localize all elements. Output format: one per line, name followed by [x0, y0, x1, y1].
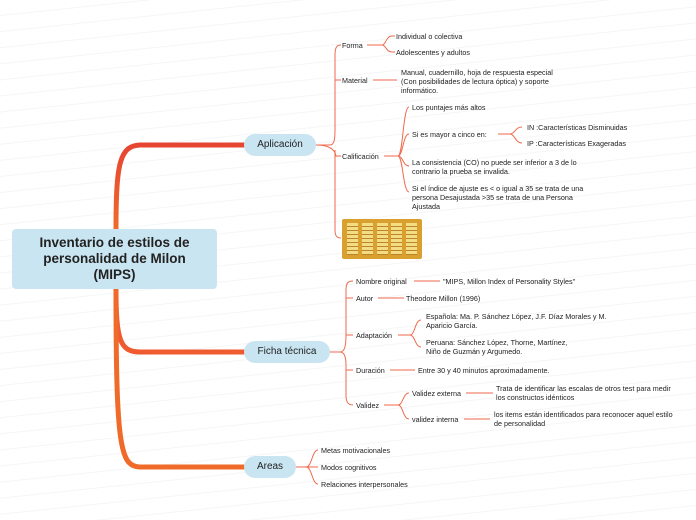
leaf-consistencia[interactable]: La consistencia (CO) no puede ser inferi… [412, 158, 597, 176]
leaf-puntajes[interactable]: Los puntajes más altos [412, 103, 486, 112]
subtopic-calificacion[interactable]: Calificación [342, 152, 379, 161]
leaf-validez-externa-text[interactable]: Trata de identificar las escalas de otro… [496, 384, 676, 402]
subtopic-modos[interactable]: Modos cognitivos [321, 463, 377, 472]
root-topic[interactable]: Inventario de estilos de personalidad de… [12, 229, 217, 289]
leaf-in[interactable]: IN :Características Disminuidas [527, 123, 627, 132]
subtopic-relaciones[interactable]: Relaciones interpersonales [321, 480, 408, 489]
connector-root-aplicacion [116, 145, 244, 229]
leaf-material-text[interactable]: Manual, cuadernillo, hoja de respuesta e… [401, 68, 569, 95]
scale-column [362, 223, 373, 255]
subtopic-validez[interactable]: Validez [356, 401, 379, 410]
leaf-autor-value[interactable]: Theodore Millon (1996) [406, 294, 480, 303]
subtopic-autor[interactable]: Autor [356, 294, 373, 303]
leaf-adaptacion-espana[interactable]: Española: Ma. P. Sánchez López, J.F. Día… [426, 312, 616, 330]
topic-areas[interactable]: Areas [244, 456, 296, 478]
leaf-mayor-cinco[interactable]: Si es mayor a cinco en: [412, 130, 487, 139]
scale-profile-image[interactable] [342, 219, 422, 259]
leaf-nombre-value[interactable]: "MIPS, Millon Index of Personality Style… [443, 277, 575, 286]
leaf-validez-externa[interactable]: Validez externa [412, 389, 461, 398]
leaf-indice-ajuste[interactable]: Si el índice de ajuste es < o igual a 35… [412, 184, 597, 211]
topic-ficha-label: Ficha técnica [258, 346, 317, 357]
subtopic-nombre-original[interactable]: Nombre original [356, 277, 407, 286]
leaf-validez-interna[interactable]: validez interna [412, 415, 458, 424]
scale-column [377, 223, 388, 255]
leaf-ip[interactable]: IP :Características Exageradas [527, 139, 626, 148]
root-title: Inventario de estilos de personalidad de… [25, 235, 205, 283]
leaf-duracion-value[interactable]: Entre 30 y 40 minutos aproximadamente. [418, 366, 549, 375]
topic-aplicacion[interactable]: Aplicación [244, 134, 316, 156]
connector-root-areas [116, 289, 244, 467]
subtopic-metas[interactable]: Metas motivacionales [321, 446, 390, 455]
leaf-adaptacion-peru[interactable]: Peruana: Sánchez López, Thorne, Martínez… [426, 338, 576, 356]
connector-root-ficha [116, 289, 244, 352]
topic-aplicacion-label: Aplicación [257, 139, 303, 150]
leaf-individual[interactable]: Individual o colectiva [396, 32, 462, 41]
scale-column [347, 223, 358, 255]
scale-column [391, 223, 402, 255]
subtopic-material[interactable]: Material [342, 76, 368, 85]
subtopic-adaptacion[interactable]: Adaptación [356, 331, 392, 340]
subtopic-forma[interactable]: Forma [342, 41, 363, 50]
topic-ficha-tecnica[interactable]: Ficha técnica [244, 341, 330, 363]
topic-areas-label: Areas [257, 461, 283, 472]
scale-column [406, 223, 417, 255]
leaf-validez-interna-text[interactable]: los items están identificados para recon… [494, 410, 679, 428]
subtopic-duracion[interactable]: Duración [356, 366, 385, 375]
leaf-adolescentes[interactable]: Adolescentes y adultos [396, 48, 470, 57]
